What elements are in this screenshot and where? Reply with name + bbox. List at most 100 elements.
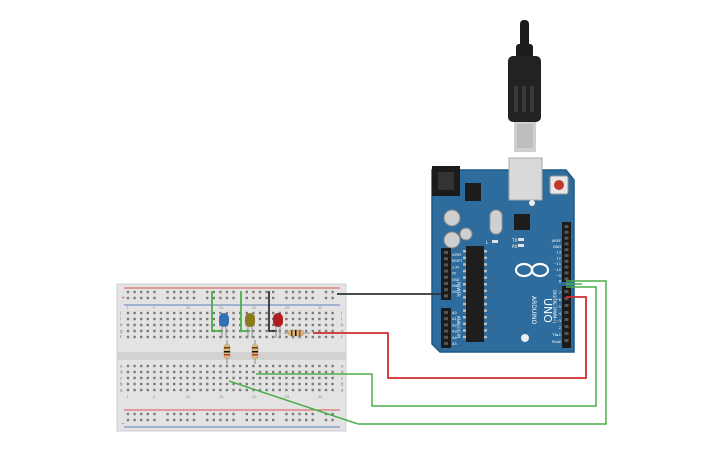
blue-led[interactable]: [219, 313, 229, 338]
terminal-hole[interactable]: [166, 317, 169, 321]
red-signal-wire[interactable]: [313, 296, 587, 379]
terminal-hole[interactable]: [179, 329, 182, 333]
terminal-hole[interactable]: [232, 323, 235, 327]
terminal-hole[interactable]: [331, 388, 334, 392]
terminal-hole[interactable]: [258, 311, 262, 315]
rail-hole[interactable]: [179, 418, 182, 422]
terminal-hole[interactable]: [311, 335, 314, 339]
rail-hole[interactable]: [166, 296, 169, 300]
digital-pin[interactable]: [564, 248, 569, 252]
digital-pin[interactable]: [564, 297, 569, 300]
terminal-hole[interactable]: [291, 335, 295, 339]
terminal-hole[interactable]: [252, 364, 255, 368]
terminal-hole[interactable]: [318, 370, 321, 374]
terminal-hole[interactable]: [186, 335, 189, 339]
terminal-hole[interactable]: [192, 317, 196, 321]
terminal-hole[interactable]: [153, 323, 156, 327]
terminal-hole[interactable]: [186, 311, 189, 315]
led-blue-jumper[interactable]: [211, 291, 223, 332]
rail-hole[interactable]: [311, 296, 314, 300]
terminal-hole[interactable]: [285, 323, 288, 327]
terminal-hole[interactable]: [298, 317, 301, 321]
terminal-hole[interactable]: [159, 364, 163, 368]
rail-hole[interactable]: [153, 412, 156, 416]
terminal-hole[interactable]: [331, 370, 334, 374]
terminal-hole[interactable]: [239, 335, 242, 339]
rail-hole[interactable]: [305, 290, 308, 294]
terminal-hole[interactable]: [212, 317, 215, 321]
terminal-hole[interactable]: [252, 376, 255, 380]
terminal-hole[interactable]: [140, 317, 143, 321]
terminal-hole[interactable]: [278, 388, 281, 392]
terminal-hole[interactable]: [258, 364, 262, 368]
terminal-hole[interactable]: [324, 335, 328, 339]
terminal-hole[interactable]: [298, 335, 301, 339]
terminal-hole[interactable]: [159, 370, 163, 374]
rail-hole[interactable]: [206, 296, 209, 300]
rail-hole[interactable]: [232, 412, 235, 416]
terminal-hole[interactable]: [212, 335, 215, 339]
terminal-hole[interactable]: [153, 335, 156, 339]
rail-hole[interactable]: [311, 290, 314, 294]
terminal-hole[interactable]: [179, 311, 182, 315]
terminal-hole[interactable]: [173, 364, 176, 368]
terminal-hole[interactable]: [133, 329, 136, 333]
rail-hole[interactable]: [311, 418, 314, 422]
terminal-hole[interactable]: [232, 335, 235, 339]
terminal-hole[interactable]: [265, 364, 268, 368]
terminal-hole[interactable]: [140, 370, 143, 374]
rail-hole[interactable]: [272, 418, 275, 422]
terminal-hole[interactable]: [311, 323, 314, 327]
power-pin[interactable]: [444, 282, 448, 285]
terminal-hole[interactable]: [285, 382, 288, 386]
terminal-hole[interactable]: [331, 364, 334, 368]
terminal-hole[interactable]: [186, 370, 189, 374]
terminal-hole[interactable]: [258, 376, 262, 380]
terminal-hole[interactable]: [179, 335, 182, 339]
terminal-hole[interactable]: [318, 382, 321, 386]
rail-hole[interactable]: [192, 290, 196, 294]
rail-hole[interactable]: [186, 296, 189, 300]
terminal-hole[interactable]: [140, 364, 143, 368]
terminal-hole[interactable]: [179, 388, 182, 392]
terminal-hole[interactable]: [232, 370, 235, 374]
rail-hole[interactable]: [331, 418, 334, 422]
terminal-hole[interactable]: [140, 329, 143, 333]
terminal-hole[interactable]: [133, 335, 136, 339]
led-yellow-jumper[interactable]: [240, 291, 250, 332]
terminal-hole[interactable]: [192, 388, 196, 392]
terminal-hole[interactable]: [318, 388, 321, 392]
terminal-hole[interactable]: [298, 388, 301, 392]
terminal-hole[interactable]: [331, 329, 334, 333]
terminal-hole[interactable]: [298, 311, 301, 315]
terminal-hole[interactable]: [133, 364, 136, 368]
rail-hole[interactable]: [153, 296, 156, 300]
rail-hole[interactable]: [192, 296, 196, 300]
rail-hole[interactable]: [146, 418, 149, 422]
rail-hole[interactable]: [212, 290, 215, 294]
terminal-hole[interactable]: [206, 317, 209, 321]
terminal-hole[interactable]: [272, 335, 275, 339]
terminal-hole[interactable]: [179, 317, 182, 321]
terminal-hole[interactable]: [265, 311, 268, 315]
terminal-hole[interactable]: [146, 376, 149, 380]
rail-hole[interactable]: [291, 290, 295, 294]
terminal-hole[interactable]: [232, 376, 235, 380]
green-wire-1[interactable]: [228, 280, 607, 425]
terminal-hole[interactable]: [272, 382, 275, 386]
terminal-hole[interactable]: [219, 311, 222, 315]
power-pin[interactable]: [444, 294, 448, 298]
terminal-hole[interactable]: [199, 376, 202, 380]
terminal-hole[interactable]: [140, 335, 143, 339]
terminal-hole[interactable]: [166, 329, 169, 333]
terminal-hole[interactable]: [311, 382, 314, 386]
terminal-hole[interactable]: [318, 364, 321, 368]
terminal-hole[interactable]: [265, 370, 268, 374]
terminal-hole[interactable]: [265, 317, 268, 321]
terminal-hole[interactable]: [159, 329, 163, 333]
terminal-hole[interactable]: [298, 364, 301, 368]
rail-hole[interactable]: [179, 296, 182, 300]
terminal-hole[interactable]: [305, 323, 308, 327]
rail-hole[interactable]: [133, 418, 136, 422]
